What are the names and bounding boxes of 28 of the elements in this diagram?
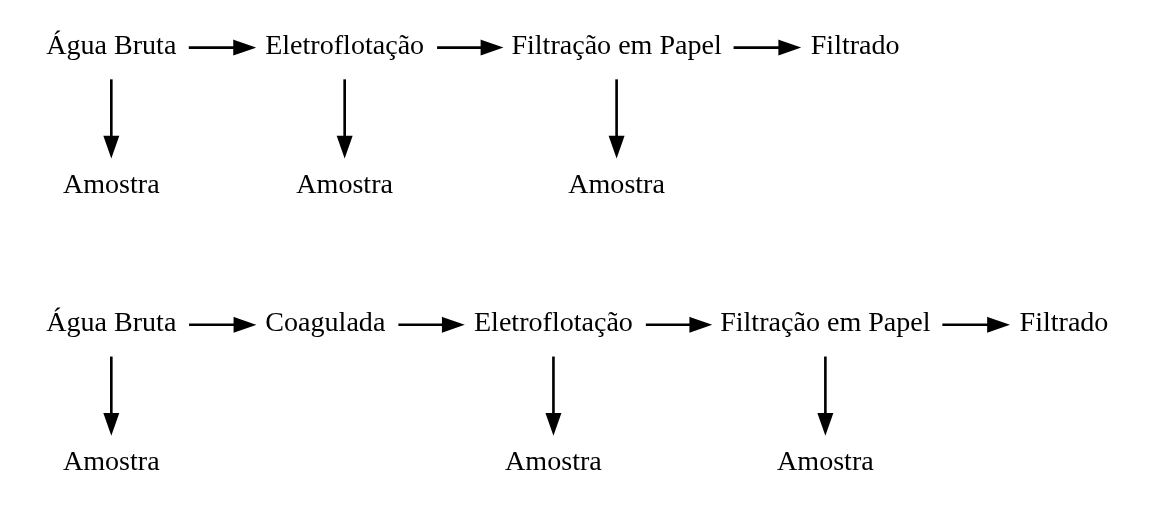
arrow bbox=[103, 356, 120, 436]
arrow bbox=[942, 316, 1010, 333]
node-text: Amostra bbox=[568, 167, 665, 199]
arrow bbox=[733, 39, 802, 56]
node-text: Filtração em Papel bbox=[720, 305, 931, 337]
arrow bbox=[189, 316, 257, 333]
node-text: Amostra bbox=[62, 444, 160, 476]
arrow bbox=[545, 356, 562, 436]
node-text: Filtração em Papel bbox=[511, 28, 722, 60]
arrow bbox=[103, 78, 120, 159]
arrow bbox=[437, 39, 504, 56]
node-text: Amostra bbox=[296, 167, 393, 199]
arrow bbox=[398, 316, 465, 333]
node-text: Coagulada bbox=[265, 305, 386, 337]
node-text: Amostra bbox=[62, 167, 160, 199]
node-text: Amostra bbox=[505, 444, 602, 476]
node-text: Água Bruta bbox=[46, 28, 177, 60]
node-text: Eletroflotação bbox=[265, 28, 425, 60]
node-text: Água Bruta bbox=[46, 305, 177, 337]
arrow bbox=[817, 356, 834, 436]
arrow bbox=[645, 316, 713, 333]
node-text: Amostra bbox=[777, 444, 874, 476]
node-text: Eletroflotação bbox=[473, 305, 633, 337]
node-text: Filtrado bbox=[810, 28, 900, 60]
arrow bbox=[188, 39, 257, 56]
node-text: Filtrado bbox=[1019, 305, 1109, 337]
arrow bbox=[608, 78, 625, 159]
arrow bbox=[336, 78, 353, 159]
